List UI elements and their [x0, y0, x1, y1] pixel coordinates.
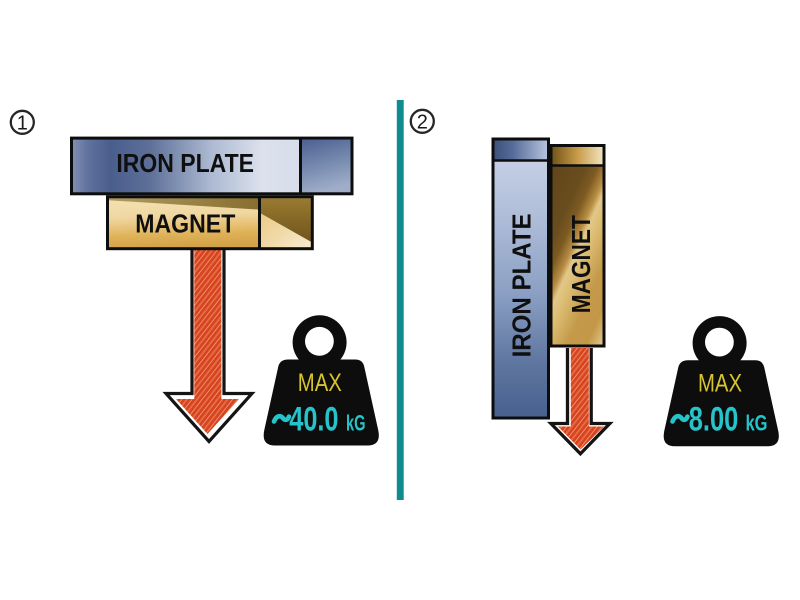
svg-text:kG: kG — [346, 411, 366, 436]
svg-text:1: 1 — [17, 113, 28, 135]
svg-text:IRON PLATE: IRON PLATE — [116, 148, 254, 178]
svg-text:2: 2 — [417, 112, 428, 134]
svg-text:MAGNET: MAGNET — [135, 209, 235, 239]
svg-text:MAX: MAX — [298, 369, 342, 397]
svg-text:40.0: 40.0 — [289, 401, 338, 439]
svg-text:MAGNET: MAGNET — [566, 215, 596, 313]
svg-text:8.00: 8.00 — [689, 401, 739, 439]
svg-text:IRON PLATE: IRON PLATE — [506, 213, 536, 357]
svg-text:MAX: MAX — [698, 370, 742, 398]
svg-text:kG: kG — [746, 411, 768, 436]
